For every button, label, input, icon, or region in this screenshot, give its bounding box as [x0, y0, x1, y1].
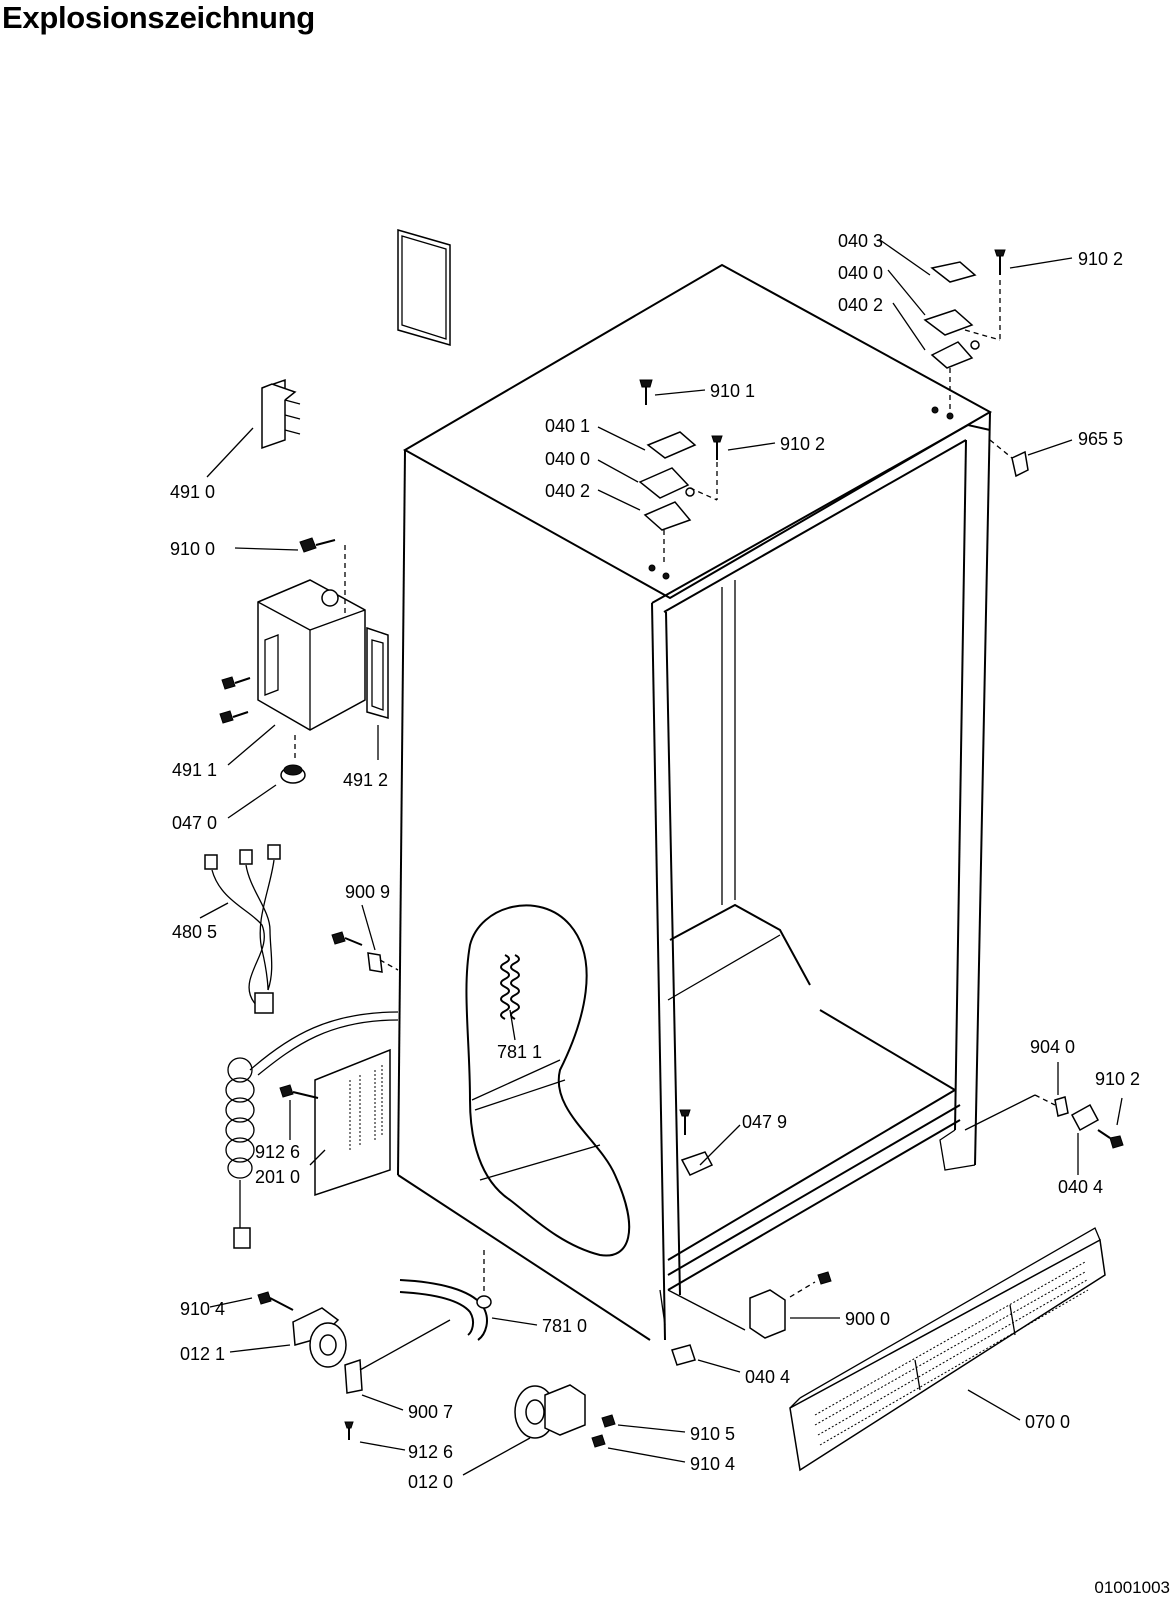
- clip-900-9: [331, 931, 399, 973]
- label-912-6-left: 912 6: [255, 1142, 300, 1162]
- label-965-5: 965 5: [1078, 429, 1123, 449]
- label-910-2-mid: 910 2: [780, 434, 825, 454]
- label-040-0-mid: 040 0: [545, 449, 590, 469]
- leader-lines: [199, 239, 1123, 1476]
- label-480-5: 480 5: [172, 922, 217, 942]
- label-047-9: 047 9: [742, 1112, 787, 1132]
- grommet-047-0: [280, 764, 306, 784]
- label-912-6-bottom: 912 6: [408, 1442, 453, 1462]
- part-labels: 040 3 040 0 040 2 910 2 910 1 040 1 040 …: [170, 231, 1140, 1492]
- label-070-0: 070 0: [1025, 1412, 1070, 1432]
- power-cord: [225, 1011, 399, 1249]
- label-040-4-right: 040 4: [1058, 1177, 1103, 1197]
- label-491-0: 491 0: [170, 482, 215, 502]
- grille-070-0: [789, 1227, 1106, 1472]
- label-910-4-bottom: 910 4: [690, 1454, 735, 1474]
- label-910-0: 910 0: [170, 539, 215, 559]
- cutaway-view: [465, 904, 631, 1257]
- label-040-2-top: 040 2: [838, 295, 883, 315]
- label-491-1: 491 1: [172, 760, 217, 780]
- coil-781-1: [500, 954, 520, 1020]
- label-201-0: 201 0: [255, 1167, 300, 1187]
- label-012-1: 012 1: [180, 1344, 225, 1364]
- compressor-mount-201-0: [279, 1048, 391, 1197]
- document-number: 01001003: [1094, 1578, 1170, 1597]
- label-900-9: 900 9: [345, 882, 390, 902]
- label-plate: [397, 229, 451, 346]
- roller-012-0: [514, 1384, 616, 1448]
- cabinet-body: [397, 263, 993, 1341]
- label-904-0: 904 0: [1030, 1037, 1075, 1057]
- label-491-2: 491 2: [343, 770, 388, 790]
- page-title: Explosionszeichnung: [2, 0, 315, 35]
- label-040-0-top: 040 0: [838, 263, 883, 283]
- label-047-0: 047 0: [172, 813, 217, 833]
- control-box: [219, 537, 389, 760]
- label-040-3-top: 040 3: [838, 231, 883, 251]
- label-040-4-bottom: 040 4: [745, 1367, 790, 1387]
- label-910-4-left: 910 4: [180, 1299, 225, 1319]
- bracket-904-0: [964, 1094, 1124, 1149]
- bracket-900-0: [667, 1271, 832, 1366]
- grommet-047-9: [679, 1109, 714, 1176]
- label-910-2-right: 910 2: [1095, 1069, 1140, 1089]
- label-012-0: 012 0: [408, 1472, 453, 1492]
- label-910-1: 910 1: [710, 381, 755, 401]
- label-900-0: 900 0: [845, 1309, 890, 1329]
- label-040-2-mid: 040 2: [545, 481, 590, 501]
- hinge-middle: [638, 379, 723, 565]
- clip-965-5: [989, 439, 1029, 478]
- label-040-1: 040 1: [545, 416, 590, 436]
- wiring-harness-480-5: [204, 844, 281, 1014]
- drain-pipe-781-0: [399, 1250, 492, 1341]
- label-910-5: 910 5: [690, 1424, 735, 1444]
- roller-012-1: [257, 1291, 451, 1440]
- part-491-0: [261, 378, 301, 450]
- label-900-7: 900 7: [408, 1402, 453, 1422]
- label-781-0: 781 0: [542, 1316, 587, 1336]
- label-781-1: 781 1: [497, 1042, 542, 1062]
- label-910-2-top: 910 2: [1078, 249, 1123, 269]
- hinge-top-right: [923, 249, 1006, 410]
